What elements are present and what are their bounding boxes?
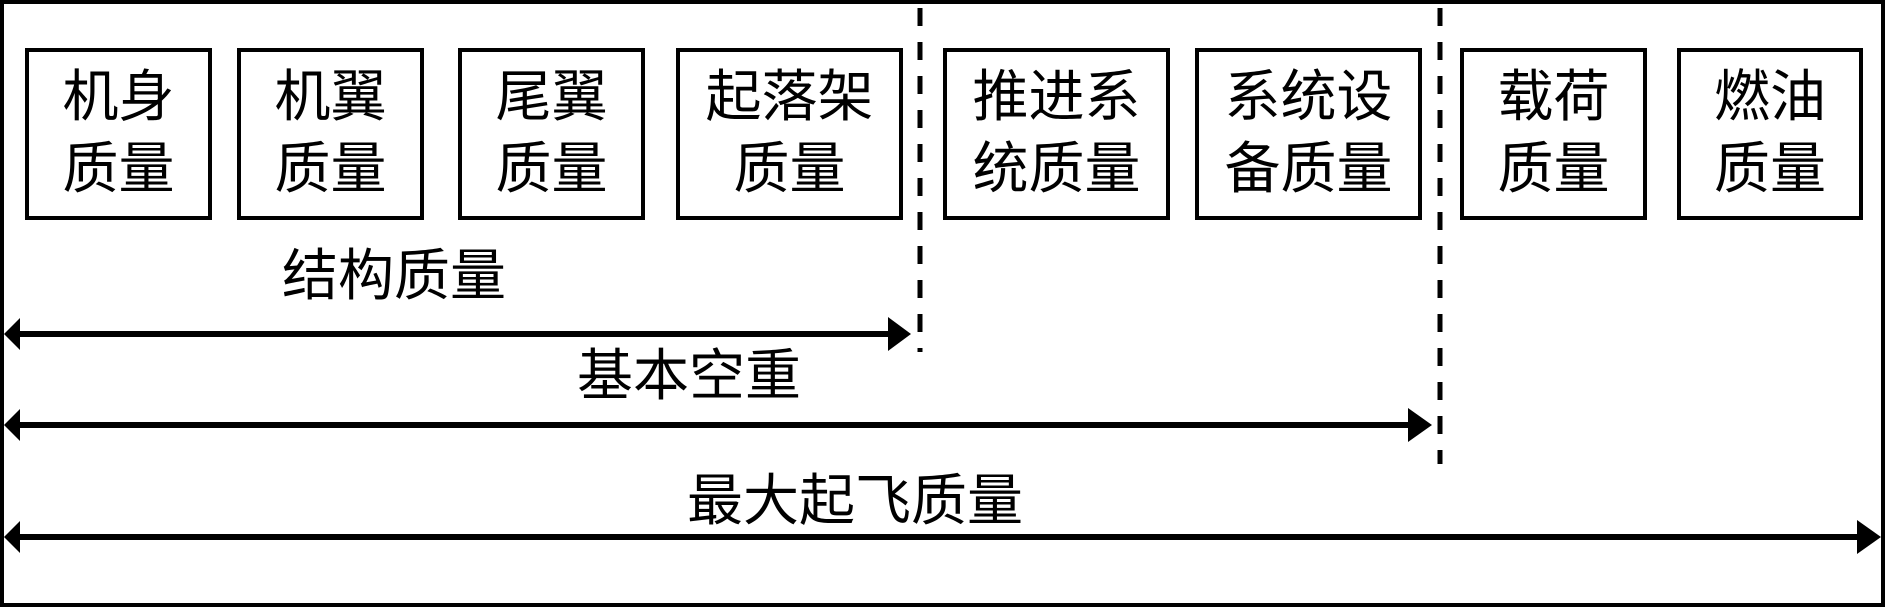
box-label-line2: 质量 bbox=[62, 137, 175, 202]
box-label-line1: 燃油 bbox=[1714, 65, 1826, 130]
label-basic-empty-weight: 基本空重 bbox=[577, 344, 801, 409]
box-label-line1: 机翼 bbox=[274, 65, 387, 130]
box-label-line1: 机身 bbox=[62, 65, 175, 130]
box-label-line1: 载荷 bbox=[1497, 65, 1610, 130]
box-propulsion-mass: 推进系 统质量 bbox=[943, 48, 1170, 220]
box-label-line1: 系统设 bbox=[1224, 65, 1393, 130]
box-tail-mass: 尾翼 质量 bbox=[458, 48, 645, 220]
box-fuselage-mass: 机身 质量 bbox=[25, 48, 212, 220]
arrowhead-left-icon bbox=[4, 409, 20, 441]
arrowhead-left-icon bbox=[4, 521, 20, 553]
box-label-line2: 统质量 bbox=[972, 137, 1141, 202]
box-label-line2: 质量 bbox=[274, 137, 387, 202]
box-label-line2: 质量 bbox=[1497, 137, 1610, 202]
arrowhead-right-icon bbox=[888, 317, 911, 351]
box-fuel-mass: 燃油 质量 bbox=[1677, 48, 1863, 220]
arrow-basic-empty-weight bbox=[4, 408, 1432, 442]
box-label-line2: 质量 bbox=[495, 137, 608, 202]
box-label-line2: 质量 bbox=[733, 137, 846, 202]
box-landing-gear-mass: 起落架 质量 bbox=[676, 48, 903, 220]
label-max-takeoff-mass: 最大起飞质量 bbox=[687, 469, 1023, 534]
arrowhead-right-icon bbox=[1857, 520, 1881, 554]
arrow-structural-mass bbox=[4, 317, 911, 351]
box-label-line2: 质量 bbox=[1714, 137, 1826, 202]
box-label-line1: 推进系 bbox=[972, 65, 1141, 130]
box-systems-mass: 系统设 备质量 bbox=[1195, 48, 1422, 220]
box-wing-mass: 机翼 质量 bbox=[237, 48, 424, 220]
arrowhead-right-icon bbox=[1408, 408, 1432, 442]
box-payload-mass: 载荷 质量 bbox=[1460, 48, 1647, 220]
label-structural-mass: 结构质量 bbox=[282, 244, 506, 309]
arrowhead-left-icon bbox=[4, 318, 20, 350]
box-label-line1: 起落架 bbox=[705, 65, 874, 130]
box-label-line2: 备质量 bbox=[1224, 137, 1393, 202]
arrow-max-takeoff-mass bbox=[4, 520, 1881, 554]
box-label-line1: 尾翼 bbox=[495, 65, 608, 130]
